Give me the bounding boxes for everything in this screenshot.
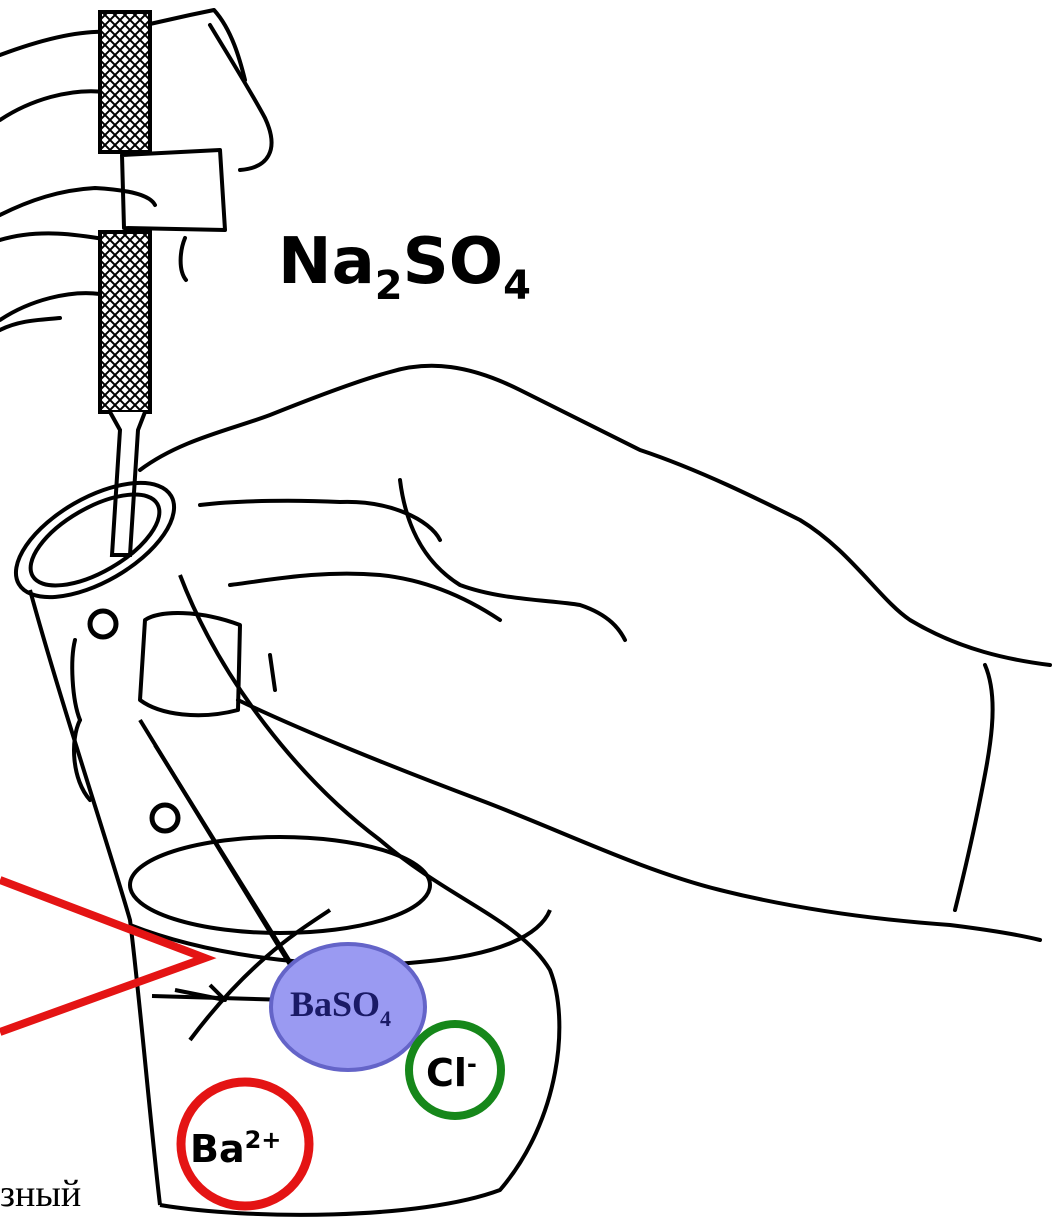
dropper (100, 12, 150, 555)
barium-ion-label: Ba2+ (190, 1128, 281, 1168)
chloride-ion-label: Cl- (426, 1052, 477, 1092)
precipitate-main: BaSO (290, 984, 380, 1024)
bubble-middle (152, 805, 178, 831)
formula-sub-4: 4 (503, 263, 531, 309)
formula-so: SO (403, 225, 504, 299)
barium-sup: 2+ (245, 1126, 282, 1154)
barium-main: Ba (190, 1127, 245, 1171)
reagent-formula: Na2SO4 (278, 230, 531, 306)
bubble-top (90, 611, 116, 637)
red-pointer (0, 880, 205, 1032)
formula-na: Na (278, 225, 375, 299)
chloride-sup: - (467, 1050, 477, 1078)
formula-sub-2: 2 (375, 263, 403, 309)
precipitate-sub: 4 (380, 1006, 391, 1031)
precipitate-label: BaSO4 (290, 986, 391, 1030)
chloride-main: Cl (426, 1051, 467, 1095)
bottom-caption: зный (0, 1175, 81, 1213)
